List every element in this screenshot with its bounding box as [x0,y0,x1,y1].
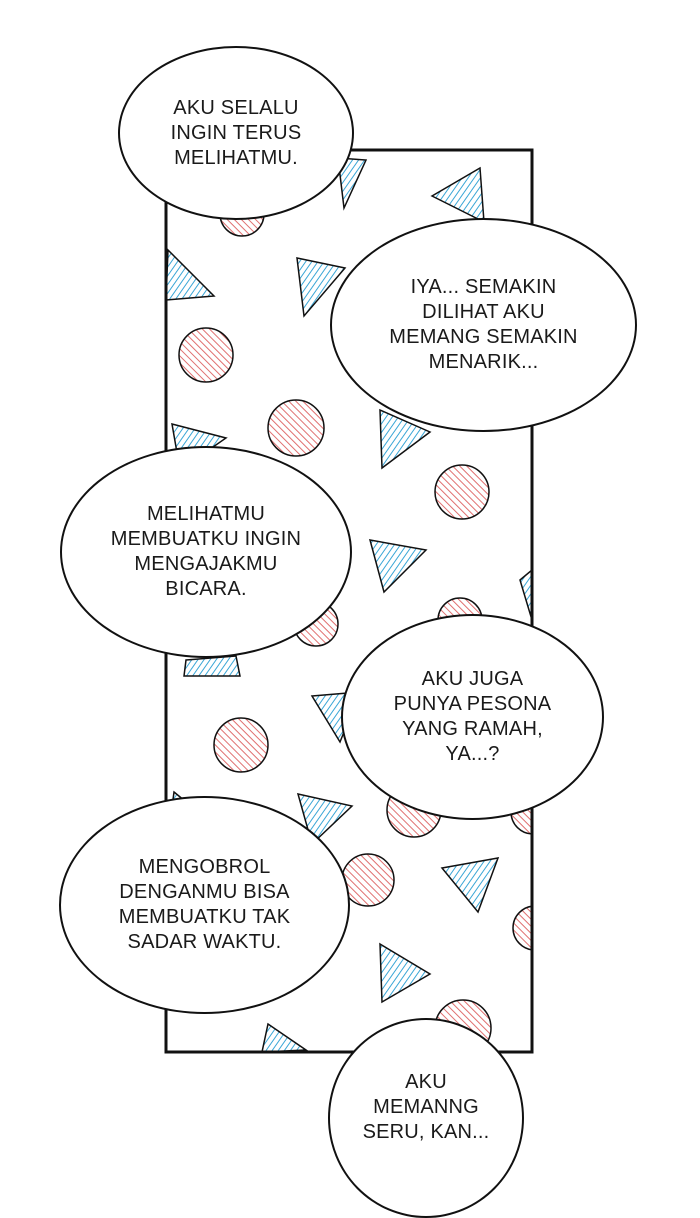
speech-bubble-1: AKU SELALU INGIN TERUS MELIHATMU. [118,46,354,220]
speech-bubble-5: MENGOBROL DENGANMU BISA MEMBUATKU TAK SA… [59,796,350,1014]
speech-bubble-3-text: MELIHATMU MEMBUATKU INGIN MENGAJAKMU BIC… [110,503,302,600]
pattern-triangle [337,157,368,211]
speech-bubble-4: AKU JUGA PUNYA PESONA YANG RAMAH, YA...? [341,614,604,820]
speech-bubble-6-text: AKU MEMANNG SERU, KAN... [362,1071,490,1143]
pattern-triangle [261,1022,309,1052]
pattern-triangle [379,408,432,470]
pattern-triangle [519,569,532,621]
pattern-triangle [166,248,216,301]
pattern-triangle [379,942,432,1004]
speech-bubble-1-text: AKU SELALU INGIN TERUS MELIHATMU. [170,96,302,169]
pattern-circle [341,853,395,907]
pattern-circle [178,327,234,383]
pattern-circle [267,399,325,457]
speech-bubble-6: AKU MEMANNG SERU, KAN... [328,1018,524,1218]
pattern-triangle [430,166,485,224]
speech-bubble-2: IYA... SEMAKIN DILIHAT AKU MEMANG SEMAKI… [330,218,637,432]
pattern-triangle [368,539,428,594]
speech-bubble-5-text: MENGOBROL DENGANMU BISA MEMBUATKU TAK SA… [118,856,291,953]
speech-bubble-4-text: AKU JUGA PUNYA PESONA YANG RAMAH, YA...? [393,668,552,765]
pattern-circle [434,464,490,520]
pattern-circle [213,717,269,773]
pattern-triangle [440,857,500,914]
pattern-triangle [296,257,347,318]
speech-bubble-2-text: IYA... SEMAKIN DILIHAT AKU MEMANG SEMAKI… [389,276,578,373]
pattern-circle [512,905,532,951]
pattern-triangle [183,655,241,677]
speech-bubble-3: MELIHATMU MEMBUATKU INGIN MENGAJAKMU BIC… [60,446,352,658]
